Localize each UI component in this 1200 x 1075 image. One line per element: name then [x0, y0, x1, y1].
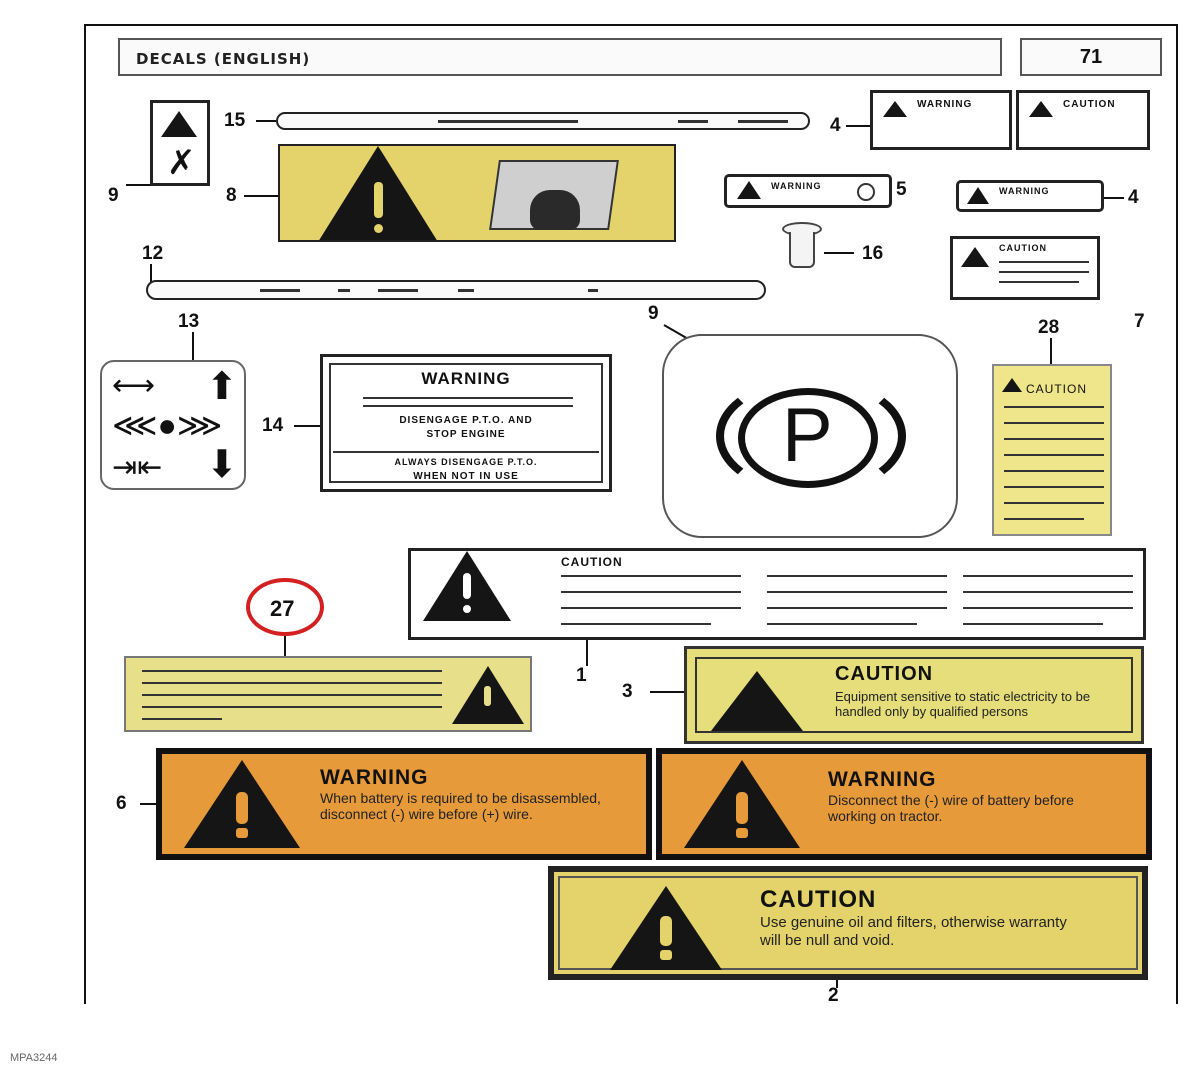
- callout-1: 1: [576, 665, 587, 686]
- parking-circle: [738, 388, 878, 488]
- decal-heading: WARNING: [828, 768, 937, 791]
- leader-line: [836, 980, 838, 988]
- decal-text: Use genuine oil and filters, otherwise w…: [760, 914, 1067, 949]
- exclamation-mark: [374, 182, 383, 218]
- decal-4-small[interactable]: WARNING: [956, 180, 1104, 212]
- warning-triangle-icon: [967, 187, 989, 204]
- leader-line: [244, 195, 278, 197]
- decal-4-pair-right[interactable]: CAUTION: [1016, 90, 1150, 150]
- callout-9-parking: 9: [648, 303, 659, 324]
- decal-heading: WARNING: [771, 181, 822, 191]
- warning-triangle-icon: [1029, 101, 1053, 117]
- arrow-down-icon: ⬇: [206, 444, 238, 486]
- decal-text: Disconnect the (-) wire of battery befor…: [828, 792, 1074, 824]
- leader-line: [650, 691, 684, 693]
- callout-3: 3: [622, 681, 633, 702]
- callout-9-top: 9: [108, 185, 119, 206]
- document-code: MPA3244: [10, 1052, 58, 1064]
- highlight-circle: [246, 578, 324, 636]
- decal-8-read-manual[interactable]: [278, 144, 676, 242]
- callout-12: 12: [142, 243, 164, 264]
- leader-line: [1050, 338, 1052, 364]
- callout-15: 15: [224, 110, 246, 131]
- callout-4-right: 4: [1128, 187, 1139, 208]
- decal-heading: CAUTION: [999, 243, 1047, 253]
- decal-heading: CAUTION: [760, 886, 877, 913]
- decal-9-parking-brake[interactable]: P: [662, 334, 958, 538]
- decal-3-static-caution[interactable]: CAUTION Equipment sensitive to static el…: [684, 646, 1144, 744]
- leader-line: [846, 125, 870, 127]
- page-number: 71: [1020, 38, 1162, 76]
- decal-15-strip[interactable]: [276, 112, 810, 130]
- static-hand-icon: [711, 671, 803, 731]
- leader-line: [192, 332, 194, 360]
- callout-28: 28: [1038, 317, 1060, 338]
- warning-triangle-icon: [1002, 378, 1022, 392]
- warning-triangle-icon: [737, 181, 761, 199]
- decal-text-line: DISENGAGE P.T.O. AND: [399, 415, 533, 426]
- callout-4-top: 4: [830, 115, 841, 136]
- decal-text-line: WHEN NOT IN USE: [413, 471, 519, 482]
- leader-line: [824, 252, 854, 254]
- decal-heading: WARNING: [917, 99, 973, 110]
- warning-triangle-icon: [961, 247, 989, 267]
- part-16-plug[interactable]: [782, 222, 822, 270]
- decal-12-strip[interactable]: [146, 280, 766, 300]
- decal-heading: WARNING: [320, 766, 429, 789]
- parking-symbol: P: [782, 393, 834, 478]
- decal-text-line: ALWAYS DISENGAGE P.T.O.: [394, 457, 538, 467]
- decal-9-small[interactable]: ✗: [150, 100, 210, 186]
- callout-14: 14: [262, 415, 284, 436]
- decal-28[interactable]: CAUTION: [992, 364, 1112, 536]
- decal-6-battery-warning-right[interactable]: WARNING Disconnect the (-) wire of batte…: [656, 748, 1152, 860]
- arrow-up-icon: ⬆: [206, 366, 238, 408]
- decal-heading: WARNING: [999, 186, 1050, 196]
- decal-heading: CAUTION: [1026, 382, 1087, 396]
- leader-line: [126, 184, 150, 186]
- hand-icon: [530, 190, 580, 230]
- page-title: DECALS (ENGLISH): [118, 38, 1002, 76]
- brake-arc-left: [716, 376, 906, 496]
- leader-line: [294, 425, 320, 427]
- callout-7: 7: [1134, 311, 1145, 332]
- decal-text: Equipment sensitive to static electricit…: [835, 689, 1091, 719]
- callout-13: 13: [178, 311, 200, 332]
- decal-27-multilingual[interactable]: [124, 656, 532, 732]
- decal-heading: CAUTION: [561, 555, 623, 569]
- hitch-icon: ⋘●⋙: [112, 407, 223, 443]
- decal-6-battery-warning-left[interactable]: WARNING When battery is required to be d…: [156, 748, 652, 860]
- arrow-in-icon: ⇥⇤: [112, 451, 163, 484]
- callout-16: 16: [862, 243, 884, 264]
- drawing-frame: [84, 24, 1178, 1004]
- callout-27: 27: [270, 596, 295, 621]
- person-hazard-icon: ✗: [167, 144, 196, 182]
- decal-5[interactable]: WARNING: [724, 174, 892, 208]
- leader-line: [140, 803, 158, 805]
- decal-text: When battery is required to be disassemb…: [320, 790, 601, 822]
- decal-14-pto-warning[interactable]: WARNING DISENGAGE P.T.O. AND STOP ENGINE…: [320, 354, 612, 492]
- leader-line: [1104, 197, 1124, 199]
- leader-line: [150, 264, 152, 282]
- callout-2: 2: [828, 985, 839, 1006]
- callout-5: 5: [896, 179, 907, 200]
- leader-line: [256, 120, 276, 122]
- decal-heading: CAUTION: [1063, 99, 1116, 110]
- leader-line: [586, 640, 588, 666]
- callout-6: 6: [116, 793, 127, 814]
- decal-13-lift-control[interactable]: ⟷ ⬆ ⋘●⋙ ⇥⇤ ⬇: [100, 360, 246, 490]
- decal-heading: CAUTION: [835, 663, 934, 685]
- arrow-left-right-icon: ⟷: [112, 369, 156, 402]
- circle-symbol-icon: [857, 183, 875, 201]
- decal-text-line: STOP ENGINE: [426, 429, 506, 440]
- decal-1-caution[interactable]: CAUTION: [408, 548, 1146, 640]
- decal-7[interactable]: CAUTION: [950, 236, 1100, 300]
- warning-triangle-icon: [161, 111, 197, 137]
- callout-8: 8: [226, 185, 237, 206]
- leader-line: [284, 636, 286, 656]
- decal-2-oil-caution[interactable]: CAUTION Use genuine oil and filters, oth…: [548, 866, 1148, 980]
- warning-triangle-icon: [883, 101, 907, 117]
- decal-4-pair-left[interactable]: WARNING: [870, 90, 1012, 150]
- decal-heading: WARNING: [421, 369, 511, 388]
